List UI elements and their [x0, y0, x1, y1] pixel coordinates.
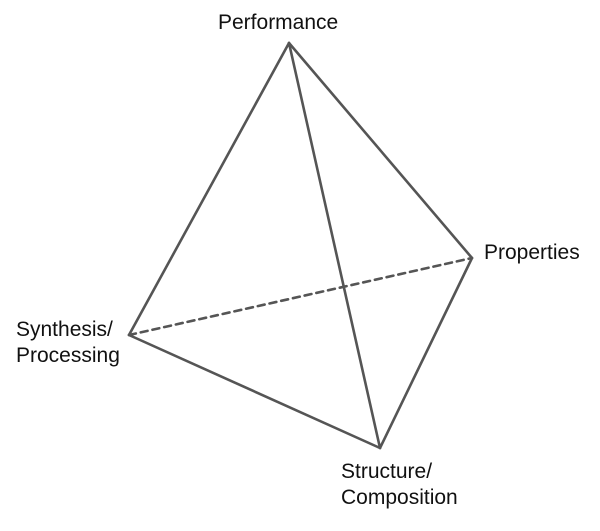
edge-synthesis-properties — [127, 256, 474, 337]
edge-performance-structure — [287, 41, 382, 450]
edge-synthesis-structure — [127, 333, 382, 450]
vertex-label-structure-composition: Structure/ Composition — [341, 459, 458, 511]
edge-performance-synthesis — [127, 41, 291, 337]
structure-label-line2: Composition — [341, 486, 458, 509]
vertex-label-properties: Properties — [484, 240, 580, 266]
structure-label-line1: Structure/ — [341, 460, 433, 483]
synthesis-label-line2: Processing — [16, 344, 120, 367]
synthesis-label-line1: Synthesis/ — [16, 318, 113, 341]
edge-performance-properties — [287, 41, 474, 260]
edge-properties-structure — [378, 256, 474, 450]
properties-label-text: Properties — [484, 241, 580, 264]
performance-label-text: Performance — [218, 11, 339, 34]
vertex-label-performance: Performance — [218, 10, 338, 36]
tetrahedron-edges — [127, 41, 474, 450]
vertex-label-synthesis-processing: Synthesis/ Processing — [16, 317, 120, 369]
